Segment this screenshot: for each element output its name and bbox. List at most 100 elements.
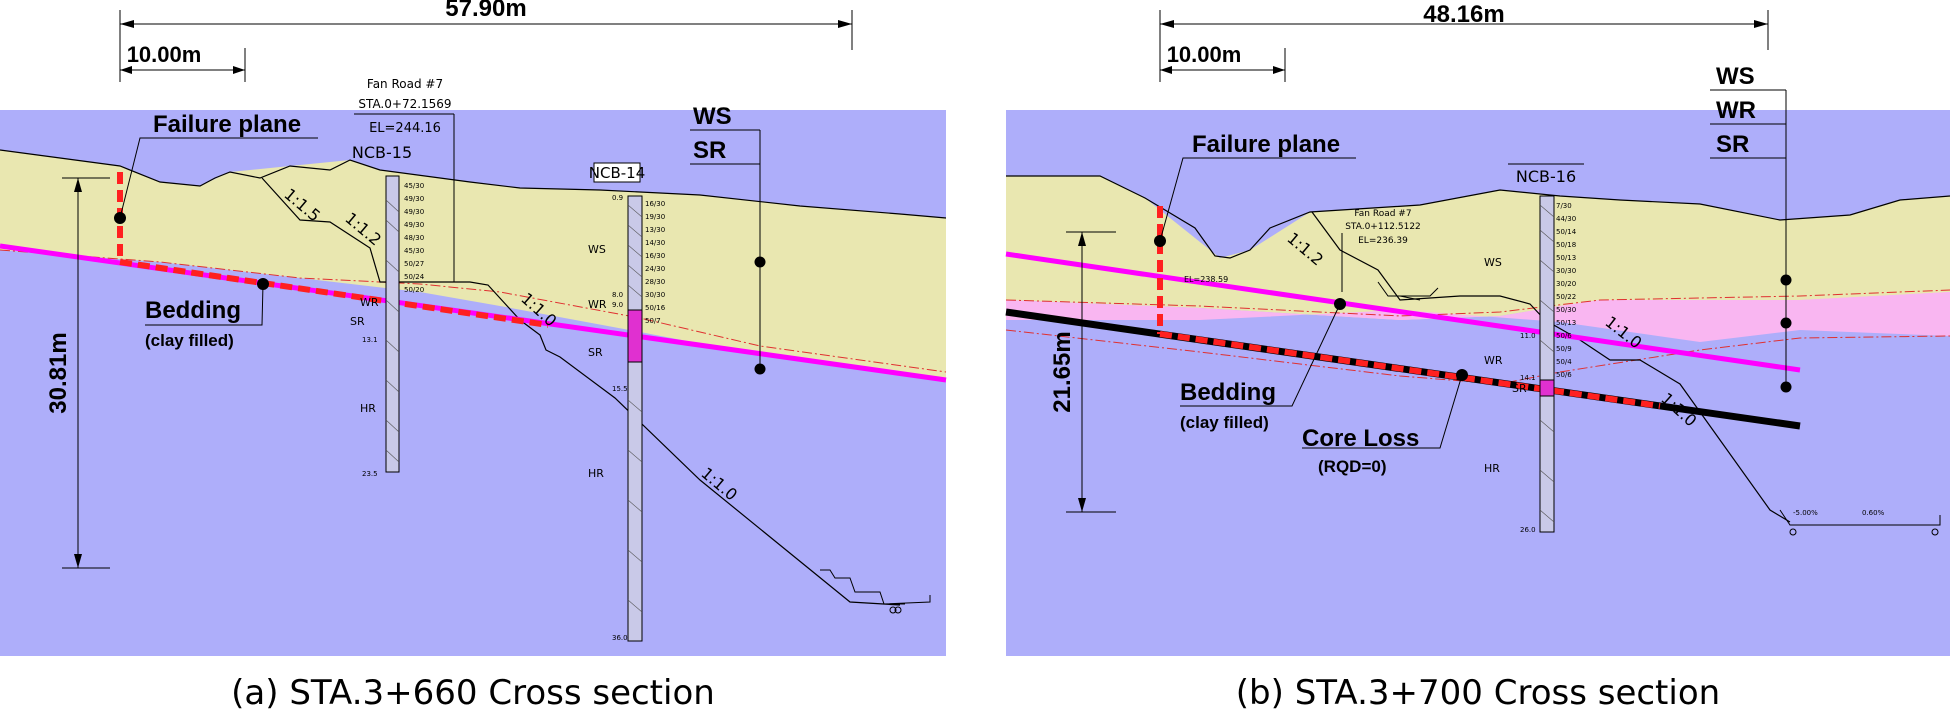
svg-text:14/30: 14/30	[645, 239, 665, 247]
svg-text:15.5: 15.5	[612, 385, 628, 393]
coreloss-sub-b: (RQD=0)	[1318, 457, 1386, 476]
ground-line-b	[1006, 175, 1950, 259]
svg-text:11.0: 11.0	[1520, 332, 1536, 340]
svg-text:HR: HR	[360, 402, 376, 415]
svg-text:WS: WS	[1484, 256, 1502, 269]
svg-text:WS: WS	[588, 243, 606, 256]
borehole-ncb16: NCB-16 7/30 44/30 50/14 50/18 50/13 30/3…	[1484, 163, 1584, 534]
road-sta-a: STA.0+72.1569	[358, 97, 451, 111]
road-el-a: EL=244.16	[369, 121, 441, 136]
ncb15-label: NCB-15	[352, 143, 412, 162]
svg-text:SR: SR	[1512, 382, 1527, 395]
road-structure-b	[1779, 509, 1941, 536]
svg-text:50/6: 50/6	[1556, 332, 1572, 340]
road-sta-b: STA.0+112.5122	[1345, 222, 1421, 232]
svg-text:26.0: 26.0	[1520, 526, 1536, 534]
legend-a-1: SR	[693, 137, 726, 164]
coreloss-label-b: Core Loss	[1302, 425, 1419, 452]
caption-b: (b) STA.3+700 Cross section	[1236, 673, 1720, 712]
svg-text:45/30: 45/30	[404, 182, 424, 190]
svg-text:50/18: 50/18	[1556, 241, 1576, 249]
svg-text:50/30: 50/30	[1556, 306, 1576, 314]
ncb16-label: NCB-16	[1516, 167, 1576, 186]
legend-b-0: WS	[1716, 63, 1755, 90]
svg-text:44/30: 44/30	[1556, 215, 1576, 223]
ws-layer	[0, 150, 946, 378]
svg-text:HR: HR	[588, 467, 604, 480]
svg-text:48/30: 48/30	[404, 234, 424, 242]
road-info-b: Fan Road #7 STA.0+112.5122 EL=236.39 EL=…	[1184, 209, 1421, 292]
road-name-b: Fan Road #7	[1354, 209, 1411, 219]
excavation-line-b	[1311, 211, 1791, 523]
svg-text:49/30: 49/30	[404, 208, 424, 216]
road-structure-a	[820, 569, 931, 614]
bedding-sub-b: (clay filled)	[1180, 413, 1269, 432]
ws-layer-b	[1006, 176, 1950, 320]
panel-a: 57.90m 10.00m 30.81m Failure plane Beddi…	[0, 0, 947, 712]
svg-text:WR: WR	[1484, 354, 1503, 367]
svg-text:49/30: 49/30	[404, 221, 424, 229]
borehole-ncb14: NCB-14 16/30 19/30 13/30 14/30 16/30 24/…	[588, 162, 666, 642]
drain-b-0: -5.00%	[1793, 509, 1818, 517]
failure-leader-a	[119, 137, 318, 219]
svg-text:13/30: 13/30	[645, 226, 665, 234]
svg-text:SR: SR	[588, 346, 603, 359]
legend-b-1: WR	[1716, 97, 1756, 124]
svg-text:16/30: 16/30	[645, 200, 665, 208]
svg-text:50/13: 50/13	[1556, 254, 1576, 262]
ncb14-label: NCB-14	[589, 164, 645, 182]
width-dim-b: 48.16m	[1423, 1, 1504, 28]
el-left-b: EL=238.59	[1184, 275, 1228, 284]
svg-text:50/20: 50/20	[404, 286, 424, 294]
height-dim-b: 21.65m	[1049, 331, 1076, 412]
legend-b-2: SR	[1716, 131, 1749, 158]
legend-a: WS SR	[690, 103, 766, 375]
bedding-leader-a	[145, 283, 264, 326]
borehole-ncb15: 45/30 49/30 49/30 49/30 48/30 45/30 50/2…	[350, 175, 425, 478]
ncb14-spt: 16/30 19/30 13/30 14/30 16/30 24/30 28/3…	[645, 200, 666, 325]
svg-text:45/30: 45/30	[404, 247, 424, 255]
legend-a-0: WS	[693, 103, 732, 130]
failure-label-b: Failure plane	[1192, 131, 1340, 158]
svg-text:50/16: 50/16	[645, 304, 666, 312]
wr-top-b	[1006, 292, 1950, 342]
svg-text:50/24: 50/24	[404, 273, 425, 281]
svg-text:50/13: 50/13	[1556, 319, 1576, 327]
failure-plane-a	[119, 259, 549, 328]
ws-boundary	[0, 249, 947, 373]
ground-line-a	[0, 149, 947, 219]
svg-text:14.1: 14.1	[1520, 374, 1536, 382]
svg-text:50/14: 50/14	[1556, 228, 1577, 236]
wr-boundary-b	[1005, 329, 1950, 385]
drain-b-1: 0.60%	[1862, 509, 1885, 517]
svg-text:50/22: 50/22	[1556, 293, 1576, 301]
svg-text:50/27: 50/27	[404, 260, 424, 268]
ncb16-spt: 7/30 44/30 50/14 50/18 50/13 30/30 30/20…	[1556, 202, 1577, 379]
svg-text:8.0: 8.0	[612, 291, 623, 299]
svg-text:13.1: 13.1	[362, 336, 378, 344]
svg-text:30/30: 30/30	[1556, 267, 1576, 275]
failure-plane-b	[1159, 331, 1661, 409]
svg-text:19/30: 19/30	[645, 213, 665, 221]
caption-a: (a) STA.3+660 Cross section	[231, 673, 715, 712]
svg-text:9.0: 9.0	[612, 301, 623, 309]
svg-text:24/30: 24/30	[645, 265, 665, 273]
road-middle-b	[1377, 281, 1439, 301]
failure-label-a: Failure plane	[153, 111, 301, 138]
bedding-label-b: Bedding	[1180, 379, 1276, 406]
svg-text:36.0: 36.0	[612, 634, 628, 642]
bedding-label-a: Bedding	[145, 297, 241, 324]
svg-text:30/30: 30/30	[645, 291, 665, 299]
svg-text:WR: WR	[588, 298, 607, 311]
svg-text:28/30: 28/30	[645, 278, 665, 286]
svg-text:50/6: 50/6	[1556, 371, 1572, 379]
svg-text:30/20: 30/20	[1556, 280, 1576, 288]
svg-text:23.5: 23.5	[362, 470, 378, 478]
road-el-b: EL=236.39	[1358, 236, 1408, 246]
svg-text:SR: SR	[350, 315, 365, 328]
svg-text:49/30: 49/30	[404, 195, 424, 203]
svg-text:0.9: 0.9	[612, 194, 623, 202]
bedding-line-b	[1005, 251, 1801, 373]
scale-dim-a: 10.00m	[127, 42, 202, 67]
